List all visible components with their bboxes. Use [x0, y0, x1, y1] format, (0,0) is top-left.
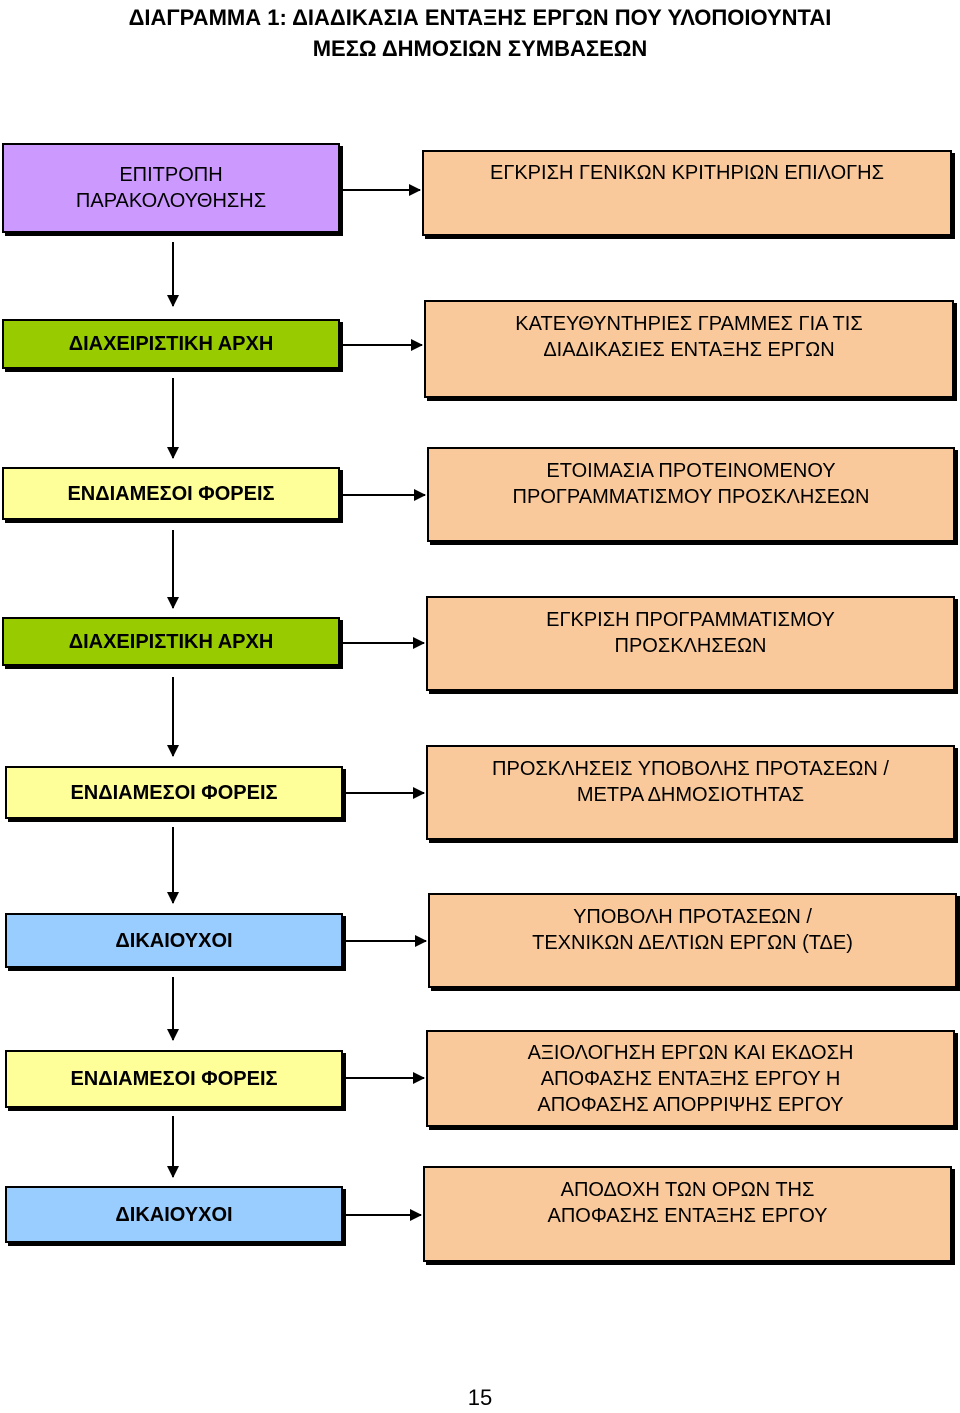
- task-label: ΕΓΚΡΙΣΗ ΓΕΝΙΚΩΝ ΚΡΙΤΗΡΙΩΝ ΕΠΙΛΟΓΗΣ: [489, 162, 884, 184]
- actor-label: ΔΙΚΑΙΟΥΧΟΙ: [115, 1203, 233, 1226]
- diagram-title-line-2: ΜΕΣΩ ΔΗΜΟΣΙΩΝ ΣΥΜΒΑΣΕΩΝ: [312, 36, 648, 61]
- actor-box-intermediate-bodies: ΕΝΔΙΑΜΕΣΟΙ ΦΟΡΕΙΣ: [5, 766, 343, 819]
- task-label: ΑΠΟΦΑΣΗΣ ΑΠΟΡΡΙΨΗΣ ΕΡΓΟΥ: [537, 1094, 844, 1116]
- task-label: ΠΡΟΣΚΛΗΣΕΙΣ ΥΠΟΒΟΛΗΣ ΠΡΟΤΑΣΕΩΝ /: [492, 758, 889, 780]
- task-label: ΑΠΟΦΑΣΗΣ ΕΝΤΑΞΗΣ ΕΡΓΟΥ: [547, 1205, 828, 1227]
- actor-box-managing-authority: ΔΙΑΧΕΙΡΙΣΤΙΚΗ ΑΡΧΗ: [2, 617, 340, 666]
- task-box-approve-programming: ΕΓΚΡΙΣΗ ΠΡΟΓΡΑΜΜΑΤΙΣΜΟΥ ΠΡΟΣΚΛΗΣΕΩΝ: [426, 596, 955, 691]
- actor-box-beneficiaries: ΔΙΚΑΙΟΥΧΟΙ: [5, 1186, 343, 1243]
- diagram-title: ΔΙΑΓΡΑΜΜΑ 1: ΔΙΑΔΙΚΑΣΙΑ ΕΝΤΑΞΗΣ ΕΡΓΩΝ ΠΟ…: [0, 2, 960, 64]
- actor-box-committee: ΕΠΙΤΡΟΠΗ ΠΑΡΑΚΟΛΟΥΘΗΣΗΣ: [2, 143, 340, 233]
- task-label: ΑΠΟΔΟΧΗ ΤΩΝ ΟΡΩΝ ΤΗΣ: [560, 1179, 815, 1201]
- task-box-accept-terms: ΑΠΟΔΟΧΗ ΤΩΝ ΟΡΩΝ ΤΗΣ ΑΠΟΦΑΣΗΣ ΕΝΤΑΞΗΣ ΕΡ…: [423, 1166, 952, 1262]
- actor-label: ΕΝΔΙΑΜΕΣΟΙ ΦΟΡΕΙΣ: [70, 781, 278, 804]
- task-label: ΚΑΤΕΥΘΥΝΤΗΡΙΕΣ ΓΡΑΜΜΕΣ ΓΙΑ ΤΙΣ: [515, 313, 863, 335]
- task-label: ΠΡΟΣΚΛΗΣΕΩΝ: [614, 635, 767, 657]
- actor-label: ΔΙΑΧΕΙΡΙΣΤΙΚΗ ΑΡΧΗ: [68, 630, 274, 653]
- actor-box-managing-authority: ΔΙΑΧΕΙΡΙΣΤΙΚΗ ΑΡΧΗ: [2, 319, 340, 369]
- task-label: ΤΕΧΝΙΚΩΝ ΔΕΛΤΙΩΝ ΕΡΓΩΝ (ΤΔΕ): [532, 932, 853, 954]
- actor-label: ΕΝΔΙΑΜΕΣΟΙ ΦΟΡΕΙΣ: [67, 482, 275, 505]
- task-box-submit-proposals: ΥΠΟΒΟΛΗ ΠΡΟΤΑΣΕΩΝ / ΤΕΧΝΙΚΩΝ ΔΕΛΤΙΩΝ ΕΡΓ…: [428, 893, 957, 988]
- task-label: ΑΠΟΦΑΣΗΣ ΕΝΤΑΞΗΣ ΕΡΓΟΥ Η: [540, 1068, 841, 1090]
- actor-box-intermediate-bodies: ΕΝΔΙΑΜΕΣΟΙ ΦΟΡΕΙΣ: [5, 1050, 343, 1108]
- task-box-approve-selection-criteria: ΕΓΚΡΙΣΗ ΓΕΝΙΚΩΝ ΚΡΙΤΗΡΙΩΝ ΕΠΙΛΟΓΗΣ: [422, 150, 952, 236]
- task-label: ΠΡΟΓΡΑΜΜΑΤΙΣΜΟΥ ΠΡΟΣΚΛΗΣΕΩΝ: [512, 486, 870, 508]
- actor-label: ΕΠΙΤΡΟΠΗ: [119, 164, 223, 186]
- actor-box-intermediate-bodies: ΕΝΔΙΑΜΕΣΟΙ ΦΟΡΕΙΣ: [2, 467, 340, 520]
- actor-box-beneficiaries: ΔΙΚΑΙΟΥΧΟΙ: [5, 913, 343, 968]
- task-label: ΔΙΑΔΙΚΑΣΙΕΣ ΕΝΤΑΞΗΣ ΕΡΓΩΝ: [543, 339, 835, 361]
- actor-label: ΔΙΑΧΕΙΡΙΣΤΙΚΗ ΑΡΧΗ: [68, 333, 274, 355]
- diagram-title-line-1: ΔΙΑΓΡΑΜΜΑ 1: ΔΙΑΔΙΚΑΣΙΑ ΕΝΤΑΞΗΣ ΕΡΓΩΝ ΠΟ…: [128, 5, 832, 30]
- task-label: ΜΕΤΡΑ ΔΗΜΟΣΙΟΤΗΤΑΣ: [576, 784, 805, 806]
- task-box-prepare-programming: ΕΤΟΙΜΑΣΙΑ ΠΡΟΤΕΙΝΟΜΕΝΟΥ ΠΡΟΓΡΑΜΜΑΤΙΣΜΟΥ …: [427, 447, 955, 542]
- actor-label: ΕΝΔΙΑΜΕΣΟΙ ΦΟΡΕΙΣ: [70, 1068, 278, 1090]
- page-number: 15: [467, 1385, 493, 1410]
- task-box-calls-for-proposals: ΠΡΟΣΚΛΗΣΕΙΣ ΥΠΟΒΟΛΗΣ ΠΡΟΤΑΣΕΩΝ / ΜΕΤΡΑ Δ…: [426, 745, 955, 840]
- task-box-evaluation-decision: ΑΞΙΟΛΟΓΗΣΗ ΕΡΓΩΝ ΚΑΙ ΕΚΔΟΣΗ ΑΠΟΦΑΣΗΣ ΕΝΤ…: [426, 1030, 955, 1127]
- actor-label: ΔΙΚΑΙΟΥΧΟΙ: [115, 929, 233, 952]
- task-box-guidelines: ΚΑΤΕΥΘΥΝΤΗΡΙΕΣ ΓΡΑΜΜΕΣ ΓΙΑ ΤΙΣ ΔΙΑΔΙΚΑΣΙ…: [424, 300, 954, 398]
- task-label: ΥΠΟΒΟΛΗ ΠΡΟΤΑΣΕΩΝ /: [573, 906, 812, 928]
- task-label: ΕΤΟΙΜΑΣΙΑ ΠΡΟΤΕΙΝΟΜΕΝΟΥ: [546, 460, 836, 482]
- actor-label: ΠΑΡΑΚΟΛΟΥΘΗΣΗΣ: [75, 190, 267, 212]
- task-label: ΕΓΚΡΙΣΗ ΠΡΟΓΡΑΜΜΑΤΙΣΜΟΥ: [546, 609, 835, 631]
- task-label: ΑΞΙΟΛΟΓΗΣΗ ΕΡΓΩΝ ΚΑΙ ΕΚΔΟΣΗ: [527, 1042, 854, 1064]
